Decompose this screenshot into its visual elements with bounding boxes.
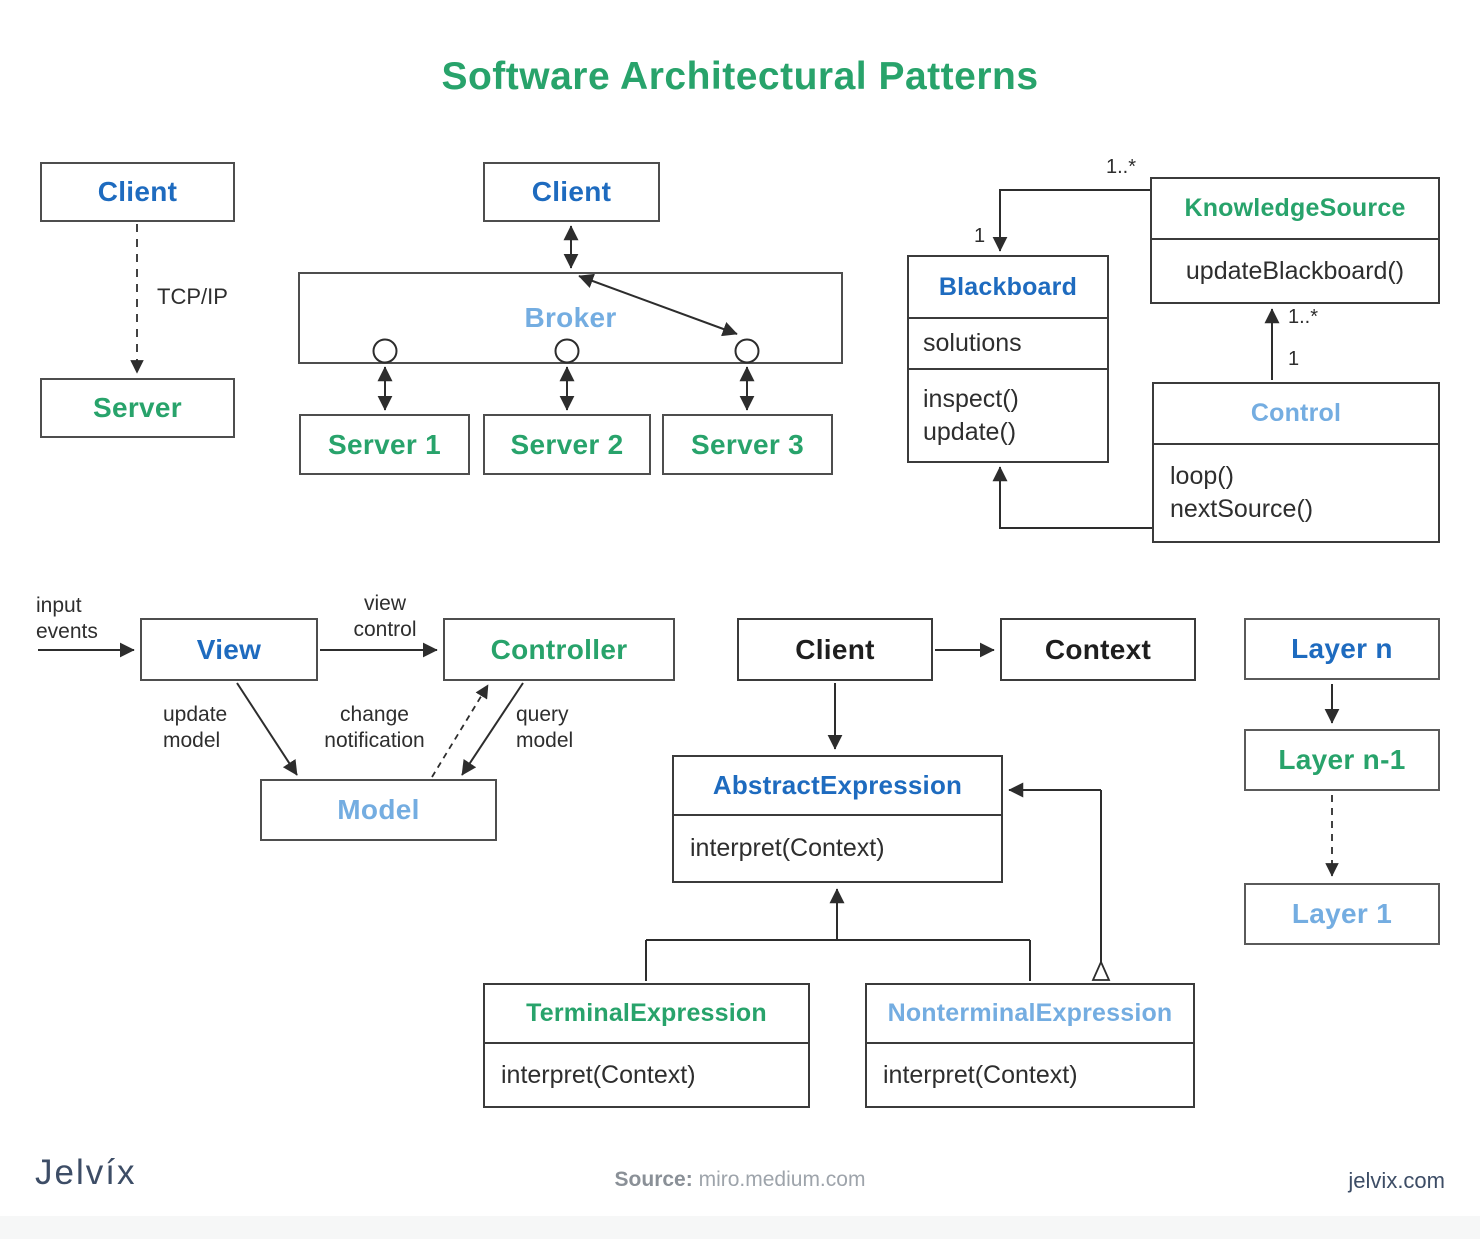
tcpip-label: TCP/IP: [157, 284, 228, 309]
layer-n-label: Layer n: [1291, 633, 1393, 664]
knowledge-source-title: KnowledgeSource: [1184, 194, 1406, 222]
broker-label: Broker: [524, 302, 617, 333]
nonterminal-expression-method: interpret(Context): [883, 1060, 1078, 1089]
layer-n1-label: Layer n-1: [1278, 744, 1406, 775]
terminal-expression-methods-section: interpret(Context): [485, 1042, 808, 1106]
client-server-client-box: Client: [40, 162, 235, 222]
model-label: Model: [337, 794, 420, 825]
multiplicity-blackboard: 1: [974, 225, 986, 247]
query-model-label: query model: [516, 703, 574, 752]
source-value: miro.medium.com: [698, 1168, 866, 1191]
server3-label: Server 3: [691, 428, 804, 460]
server-label: Server: [93, 392, 182, 423]
knowledge-source-method: updateBlackboard(): [1185, 256, 1405, 285]
blackboard-attributes-section: solutions: [909, 317, 1107, 368]
jelvix-logo: Jelvíx: [35, 1153, 137, 1192]
mvc-view-box: View: [140, 618, 318, 681]
source-label: Source:: [614, 1168, 693, 1191]
broker-box: Broker: [298, 272, 843, 364]
open-triangle-icon: [1091, 959, 1111, 981]
client-label: Client: [97, 176, 178, 207]
blackboard-attribute: solutions: [923, 329, 1022, 357]
abstract-expression-methods-section: interpret(Context): [674, 814, 1001, 881]
blackboard-class-box: Blackboard solutions inspect() update(): [907, 255, 1109, 463]
footer-strip: [0, 1216, 1480, 1239]
control-method-nextsource: nextSource(): [1170, 495, 1314, 523]
control-methods-section: loop() nextSource(): [1154, 443, 1438, 541]
multiplicity-control-lower: 1: [1288, 348, 1300, 370]
multiplicity-ks-top: 1..*: [1106, 156, 1137, 178]
mvc-controller-box: Controller: [443, 618, 675, 681]
layer-1-label: Layer 1: [1291, 898, 1393, 929]
page-title: Software Architectural Patterns: [441, 55, 1039, 98]
view-label: View: [196, 633, 262, 665]
knowledgesource-blackboard-arrow: [992, 189, 1150, 252]
blackboard-class-title: Blackboard: [938, 272, 1078, 301]
terminal-expression-method: interpret(Context): [501, 1060, 696, 1089]
interpreter-client-box: Client: [737, 618, 933, 681]
nonterminal-expression-class-box: NonterminalExpression interpret(Context): [865, 983, 1195, 1108]
blackboard-method-update: update(): [923, 417, 1017, 446]
website-label: jelvix.com: [1348, 1168, 1445, 1193]
terminal-expression-title: TerminalExpression: [526, 999, 767, 1027]
multiplicity-control-upper: 1..*: [1288, 306, 1319, 328]
nonterminal-expression-methods-section: interpret(Context): [867, 1042, 1193, 1106]
blackboard-methods-section: inspect() update(): [909, 368, 1107, 461]
view-control-label: view control: [353, 592, 417, 641]
nonterminal-expression-title: NonterminalExpression: [887, 999, 1173, 1027]
control-blackboard-arrow: [992, 466, 1152, 529]
server1-label: Server 1: [328, 428, 441, 460]
update-model-label: update model: [163, 703, 228, 752]
server2-label: Server 2: [510, 428, 624, 460]
blackboard-method-inspect: inspect(): [923, 384, 1019, 413]
broker-server2-box: Server 2: [483, 414, 651, 475]
layer-1-box: Layer 1: [1244, 883, 1440, 945]
change-notification-label: change notification: [324, 703, 425, 752]
broker-server3-box: Server 3: [662, 414, 833, 475]
control-title: Control: [1250, 399, 1342, 427]
layer-n1-box: Layer n-1: [1244, 729, 1440, 791]
client-server-server-box: Server: [40, 378, 235, 438]
interpreter-client-label: Client: [795, 633, 875, 665]
broker-client-label: Client: [531, 176, 612, 207]
interpreter-context-label: Context: [1044, 633, 1152, 665]
control-class-box: Control loop() nextSource(): [1152, 382, 1440, 543]
broker-client-box: Client: [483, 162, 660, 222]
query-model-arrow: [461, 682, 524, 776]
interpreter-context-box: Context: [1000, 618, 1196, 681]
knowledge-source-methods-section: updateBlackboard(): [1152, 238, 1438, 302]
mvc-model-box: Model: [260, 779, 497, 841]
control-method-loop: loop(): [1170, 462, 1234, 490]
source-line: Source: miro.medium.com: [0, 1168, 1480, 1192]
abstract-expression-method: interpret(Context): [690, 834, 885, 862]
broker-server1-box: Server 1: [299, 414, 470, 475]
change-notification-dashed-arrow: [431, 684, 489, 778]
controller-label: Controller: [490, 633, 628, 665]
layer-n-box: Layer n: [1244, 618, 1440, 680]
input-events-label: input events: [36, 594, 98, 643]
abstract-expression-title: AbstractExpression: [712, 770, 963, 800]
terminal-expression-class-box: TerminalExpression interpret(Context): [483, 983, 810, 1108]
knowledge-source-class-box: KnowledgeSource updateBlackboard(): [1150, 177, 1440, 304]
abstract-expression-class-box: AbstractExpression interpret(Context): [672, 755, 1003, 883]
